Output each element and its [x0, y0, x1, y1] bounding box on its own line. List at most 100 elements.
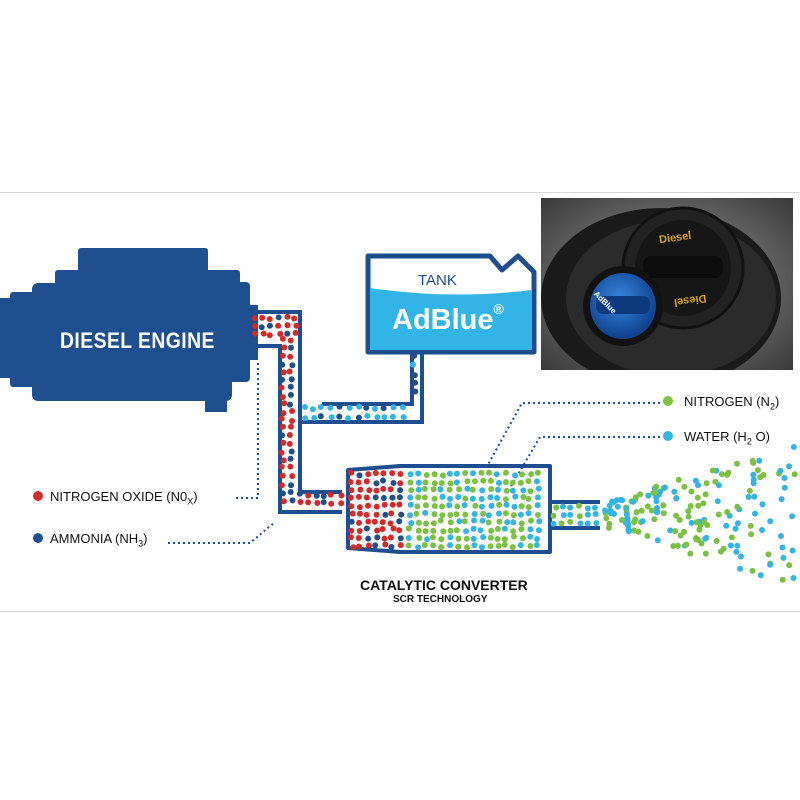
- molecule-dot: [389, 413, 396, 420]
- molecule-dot: [584, 520, 591, 527]
- molecule-dot: [373, 480, 380, 487]
- molecule-dot: [462, 470, 469, 476]
- molecule-dot: [412, 388, 419, 395]
- molecule-dot: [558, 520, 565, 527]
- molecule-dot: [287, 489, 294, 495]
- molecule-dot: [738, 553, 744, 560]
- molecule-dot: [534, 469, 541, 476]
- molecule-dot: [287, 401, 293, 408]
- molecule-dot: [380, 495, 387, 501]
- molecule-dot: [421, 494, 428, 501]
- molecule-dot: [289, 473, 296, 480]
- molecule-dot: [673, 495, 680, 502]
- molecule-dot: [496, 518, 503, 525]
- molecule-dot: [767, 518, 774, 525]
- molecule-dot: [511, 503, 518, 510]
- molecule-dot: [421, 485, 428, 492]
- molecule-dot: [470, 525, 477, 532]
- molecule-dot: [657, 488, 663, 495]
- molecule-dot: [350, 544, 357, 551]
- molecule-dot: [397, 487, 404, 494]
- molecule-dot: [509, 479, 516, 486]
- molecule-dot: [455, 494, 462, 500]
- legend-nitrogen-oxide: NITROGEN OXIDE (N0X): [50, 489, 198, 507]
- molecule-dot: [734, 460, 740, 467]
- molecule-dot: [309, 406, 316, 413]
- molecule-dot: [591, 504, 598, 511]
- molecule-dot: [478, 503, 485, 510]
- molecule-dot: [374, 527, 381, 534]
- molecule-dot: [667, 527, 674, 534]
- molecule-dot: [550, 520, 557, 527]
- molecule-dot: [487, 494, 494, 501]
- molecule-dot: [348, 469, 355, 476]
- molecule-dot: [702, 491, 709, 498]
- molecule-dot: [287, 383, 294, 390]
- molecule-dot: [487, 534, 494, 541]
- molecule-dot: [494, 526, 501, 532]
- molecule-dot: [284, 313, 291, 320]
- molecule-dot: [327, 491, 334, 498]
- molecule-dot: [469, 486, 476, 493]
- molecule-dot: [365, 535, 372, 542]
- adblue-tank-shape: [365, 253, 537, 355]
- molecule-dot: [365, 542, 372, 549]
- molecule-dot: [677, 532, 684, 539]
- molecule-dot: [517, 542, 524, 549]
- molecule-dot: [279, 490, 286, 497]
- molecule-dot: [698, 540, 705, 547]
- legend-water-close: O): [751, 429, 770, 444]
- legend-water-text: WATER (H: [684, 429, 747, 444]
- molecule-dot: [278, 415, 285, 422]
- molecule-dot: [371, 405, 378, 412]
- molecule-dot: [510, 512, 517, 519]
- molecule-dot: [471, 517, 477, 524]
- molecule-dot: [654, 537, 661, 544]
- molecule-dot: [397, 542, 404, 549]
- molecule-dot: [502, 496, 509, 503]
- molecule-dot: [733, 548, 740, 555]
- molecule-dot: [415, 519, 422, 526]
- molecule-dot: [390, 480, 397, 486]
- molecule-dot: [286, 432, 293, 438]
- molecule-dot: [480, 510, 487, 517]
- molecule-dot: [297, 499, 304, 505]
- molecule-dot: [279, 352, 286, 359]
- legend-nitrogen-close: ): [774, 394, 780, 409]
- molecule-dot: [252, 315, 258, 322]
- molecule-dot: [488, 486, 495, 492]
- molecule-dot: [713, 538, 720, 544]
- molecule-dot: [592, 511, 599, 517]
- molecule-dot: [400, 404, 406, 411]
- molecule-dot: [567, 518, 574, 525]
- molecule-dot: [496, 501, 503, 508]
- molecule-dot: [584, 505, 591, 512]
- molecule-dot: [292, 329, 299, 336]
- molecule-dot: [720, 545, 727, 552]
- molecule-dot: [281, 344, 288, 351]
- molecule-dot: [674, 542, 681, 549]
- molecule-dot: [280, 423, 286, 430]
- molecule-dot: [715, 482, 722, 489]
- molecule-dot: [348, 503, 355, 510]
- molecule-dot: [372, 470, 379, 476]
- molecule-dot: [338, 492, 345, 499]
- diesel-engine-shape: [0, 248, 258, 412]
- molecule-dot: [534, 502, 541, 509]
- molecule-dot: [494, 536, 501, 542]
- molecule-dot: [302, 404, 308, 410]
- molecule-dot: [284, 330, 291, 337]
- molecule-dot: [277, 330, 284, 337]
- molecule-dot: [693, 535, 699, 542]
- molecule-dot: [510, 528, 517, 535]
- molecule-dot: [503, 469, 509, 476]
- molecule-dot: [373, 503, 380, 510]
- molecule-dot: [534, 536, 540, 542]
- molecule-dot: [577, 520, 584, 527]
- legend-ammonia-close: ): [143, 531, 148, 546]
- molecule-dot: [527, 488, 534, 495]
- molecule-dot: [415, 486, 422, 493]
- molecule-dot: [469, 495, 476, 502]
- molecule-dot: [356, 472, 363, 479]
- molecule-dot: [347, 479, 354, 485]
